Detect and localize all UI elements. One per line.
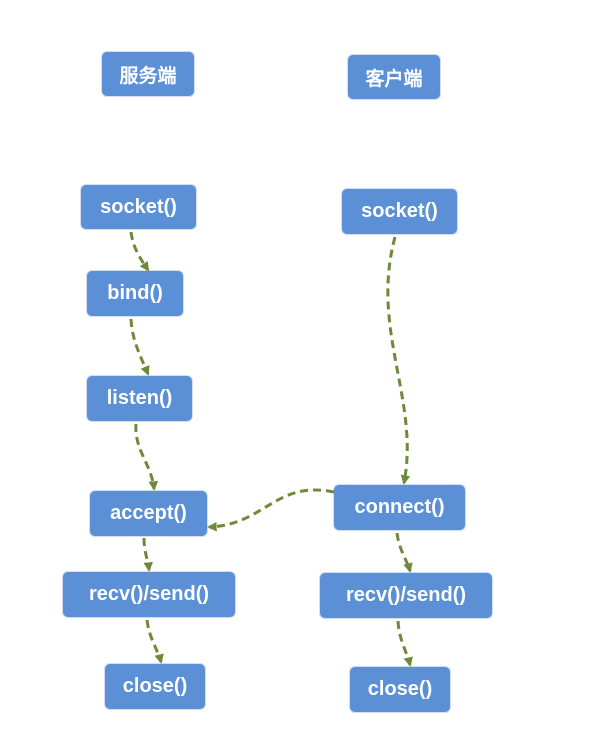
server-accept-node: accept(): [90, 491, 207, 536]
client-close-node: close(): [350, 667, 450, 712]
client-connect-node: connect(): [334, 485, 465, 530]
arrow-bind-to-listen: [129, 318, 150, 376]
arrow-socket-to-bind: [129, 231, 150, 272]
arrow-connect-to-accept: [207, 488, 335, 532]
arrow-recvsend-to-close: [145, 619, 164, 664]
client-recvsend-node: recv()/send(): [320, 573, 492, 618]
arrow-client-recvsend-to-close: [396, 620, 413, 667]
client-socket-node: socket(): [342, 189, 457, 234]
server-bind-node: bind(): [87, 271, 183, 316]
arrow-client-socket-to-connect: [386, 236, 411, 485]
server-close-node: close(): [105, 664, 205, 709]
arrow-accept-to-recvsend: [142, 537, 154, 572]
server-listen-node: listen(): [87, 376, 192, 421]
arrow-connect-to-recvsend: [395, 532, 413, 573]
server-recvsend-node: recv()/send(): [63, 572, 235, 617]
server-socket-node: socket(): [81, 185, 196, 229]
client-header: 客户端: [348, 55, 440, 99]
arrow-listen-to-accept: [134, 423, 159, 491]
server-header: 服务端: [102, 52, 194, 96]
